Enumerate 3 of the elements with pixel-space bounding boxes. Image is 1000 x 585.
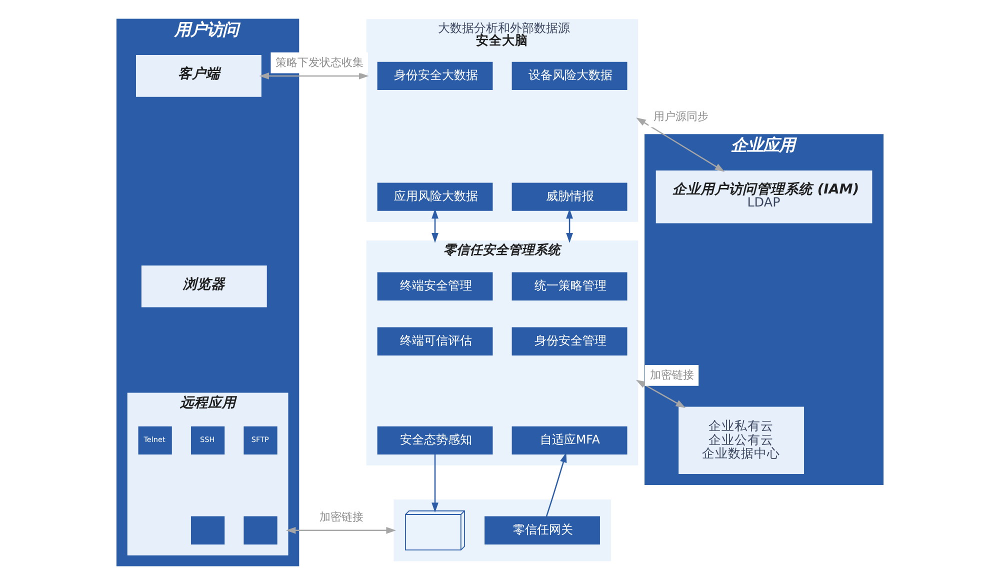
edge-label: 加密链接 bbox=[319, 510, 364, 524]
edge-label: 用户源同步 bbox=[654, 110, 709, 124]
edge-label: 加密链接 bbox=[650, 368, 694, 382]
